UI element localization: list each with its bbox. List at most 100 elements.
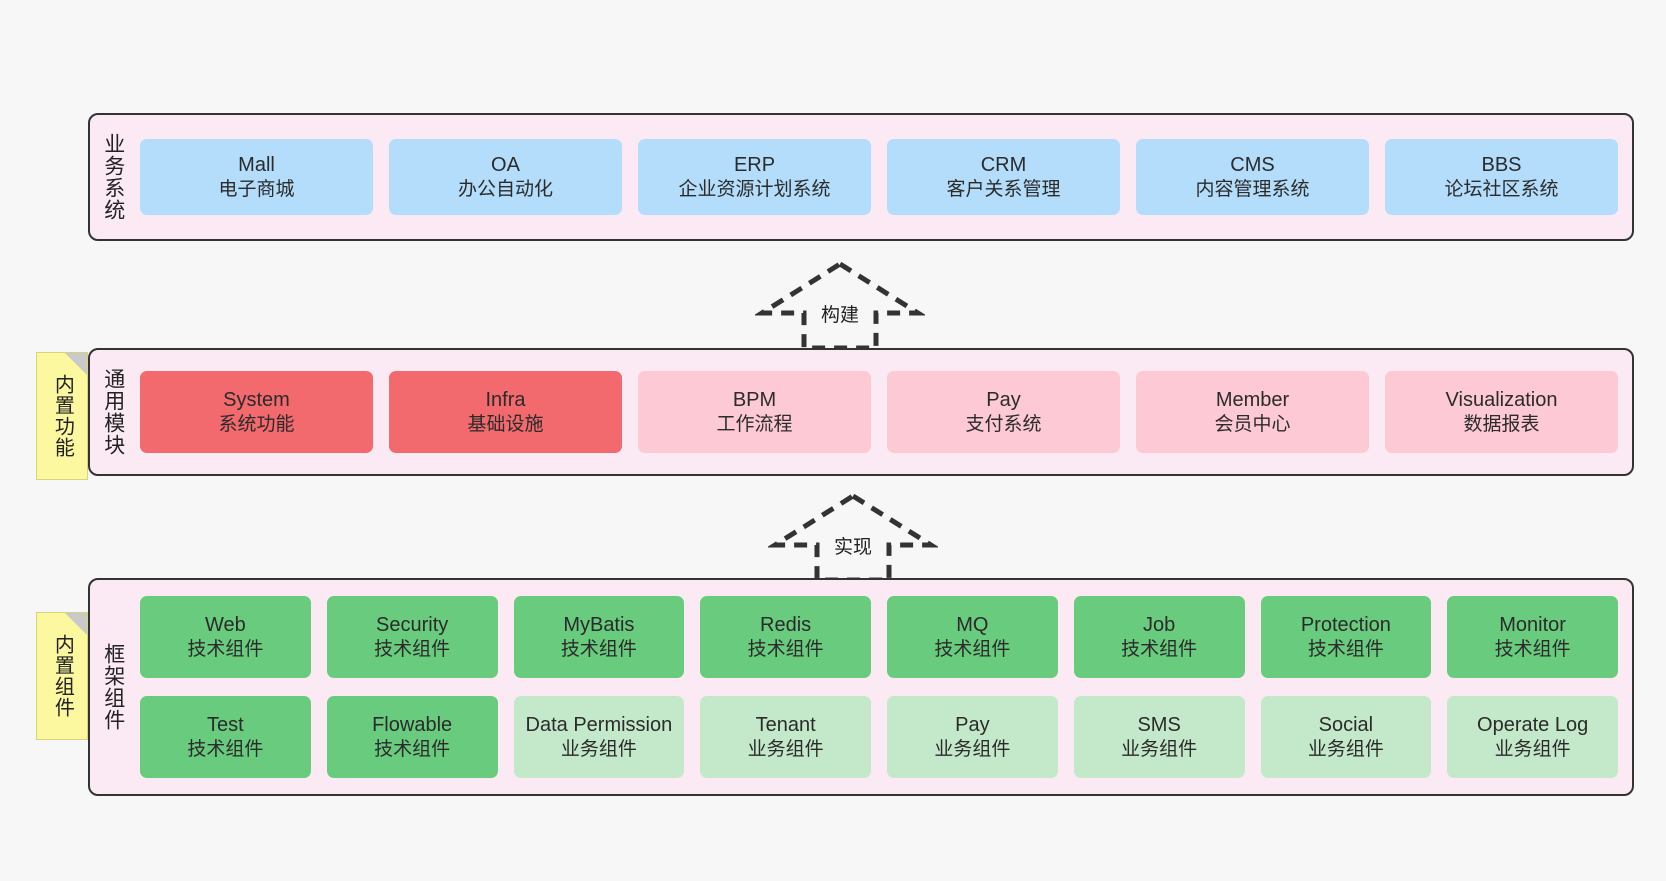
node-flowable[interactable]: Flowable 技术组件 [326,696,498,778]
node-pay-component[interactable]: Pay 业务组件 [887,696,1058,778]
node-member[interactable]: Member 会员中心 [1136,371,1369,453]
node-security[interactable]: Security 技术组件 [326,596,498,678]
node-title: Monitor [1499,614,1566,637]
row-business-components: Test 技术组件 Flowable 技术组件 Data Permission … [140,696,1618,778]
node-title: Security [376,614,449,637]
node-subtitle: 业务组件 [934,738,1011,760]
dashed-up-arrow-icon [768,493,938,583]
node-subtitle: 技术组件 [1494,638,1571,660]
node-title: SMS [1137,714,1181,737]
band-body-business-systems: Mall 电子商城 OA 办公自动化 ERP 企业资源计划系统 CRM 客户关系… [136,115,1632,239]
node-sms[interactable]: SMS 业务组件 [1073,696,1245,778]
node-title: MyBatis [563,614,635,637]
node-test[interactable]: Test 技术组件 [140,696,311,778]
node-subtitle: 技术组件 [187,638,264,660]
node-subtitle: 技术组件 [560,638,637,660]
node-oa[interactable]: OA 办公自动化 [389,139,622,215]
tag-label: 内置组件 [51,634,74,718]
node-system[interactable]: System 系统功能 [140,371,373,453]
node-data-permission[interactable]: Data Permission 业务组件 [513,696,685,778]
node-subtitle: 论坛社区系统 [1444,178,1559,200]
node-subtitle: 技术组件 [747,638,824,660]
node-job[interactable]: Job 技术组件 [1073,596,1245,678]
node-subtitle: 技术组件 [187,738,264,760]
node-visualization[interactable]: Visualization 数据报表 [1385,371,1618,453]
node-title: System [223,389,290,412]
node-subtitle: 办公自动化 [457,178,553,200]
node-subtitle: 工作流程 [716,413,793,435]
node-title: OA [491,154,520,177]
arrow-implement: 实现 [768,490,938,585]
node-subtitle: 技术组件 [1307,638,1384,660]
node-mall[interactable]: Mall 电子商城 [140,139,373,215]
node-subtitle: 业务组件 [1494,738,1571,760]
node-redis[interactable]: Redis 技术组件 [700,596,871,678]
node-subtitle: 会员中心 [1214,413,1291,435]
band-label-framework-components: 框架组件 [101,643,125,731]
node-subtitle: 企业资源计划系统 [678,178,831,200]
node-subtitle: 电子商城 [218,178,295,200]
band-label-business-systems: 业务系统 [101,133,125,221]
node-title: Pay [986,389,1021,412]
tag-builtin-components: 内置组件 [36,612,88,740]
node-title: Redis [760,614,812,637]
node-title: MQ [956,614,989,637]
node-title: Operate Log [1477,714,1589,737]
node-subtitle: 客户关系管理 [946,178,1061,200]
band-business-systems: 业务系统 Mall 电子商城 OA 办公自动化 ERP 企业资源计划系统 CRM… [88,113,1634,241]
node-title: Visualization [1445,389,1558,412]
band-framework-components: 框架组件 Web 技术组件 Security 技术组件 MyBatis 技术组件… [88,578,1634,796]
node-mybatis[interactable]: MyBatis 技术组件 [513,596,685,678]
node-subtitle: 业务组件 [1121,738,1198,760]
band-body-framework-components: Web 技术组件 Security 技术组件 MyBatis 技术组件 Redi… [136,580,1632,794]
dashed-up-arrow-icon [755,261,925,351]
node-subtitle: 技术组件 [374,638,451,660]
node-subtitle: 技术组件 [1121,638,1198,660]
node-title: Web [204,614,246,637]
row-tech-components: Web 技术组件 Security 技术组件 MyBatis 技术组件 Redi… [140,596,1618,678]
row-business-systems: Mall 电子商城 OA 办公自动化 ERP 企业资源计划系统 CRM 客户关系… [140,139,1618,215]
row-common-modules: System 系统功能 Infra 基础设施 BPM 工作流程 Pay 支付系统… [140,371,1618,453]
node-erp[interactable]: ERP 企业资源计划系统 [638,139,871,215]
band-body-common-modules: System 系统功能 Infra 基础设施 BPM 工作流程 Pay 支付系统… [136,350,1632,474]
node-infra[interactable]: Infra 基础设施 [389,371,622,453]
node-title: Tenant [755,714,816,737]
node-title: Member [1215,389,1290,412]
node-operate-log[interactable]: Operate Log 业务组件 [1447,696,1618,778]
node-subtitle: 系统功能 [218,413,295,435]
node-tenant[interactable]: Tenant 业务组件 [700,696,871,778]
node-protection[interactable]: Protection 技术组件 [1260,596,1432,678]
node-bpm[interactable]: BPM 工作流程 [638,371,871,453]
node-title: CMS [1230,154,1275,177]
tag-label: 内置功能 [51,374,74,458]
node-subtitle: 基础设施 [467,413,544,435]
node-subtitle: 业务组件 [560,738,637,760]
node-social[interactable]: Social 业务组件 [1260,696,1432,778]
node-web[interactable]: Web 技术组件 [140,596,311,678]
node-cms[interactable]: CMS 内容管理系统 [1136,139,1369,215]
node-subtitle: 内容管理系统 [1195,178,1310,200]
node-monitor[interactable]: Monitor 技术组件 [1447,596,1618,678]
node-title: Social [1318,714,1374,737]
node-title: Protection [1300,614,1391,637]
node-title: BBS [1481,154,1522,177]
node-mq[interactable]: MQ 技术组件 [887,596,1058,678]
node-title: Test [207,714,244,737]
node-bbs[interactable]: BBS 论坛社区系统 [1385,139,1618,215]
node-subtitle: 业务组件 [747,738,824,760]
node-subtitle: 业务组件 [1307,738,1384,760]
node-title: Data Permission [525,714,673,737]
tag-builtin-features: 内置功能 [36,352,88,480]
node-subtitle: 技术组件 [374,738,451,760]
node-subtitle: 技术组件 [934,638,1011,660]
node-title: Pay [955,714,990,737]
node-crm[interactable]: CRM 客户关系管理 [887,139,1120,215]
node-title: Job [1143,614,1176,637]
node-subtitle: 数据报表 [1463,413,1540,435]
node-subtitle: 支付系统 [965,413,1042,435]
node-title: CRM [980,154,1027,177]
node-title: Infra [485,389,526,412]
node-pay[interactable]: Pay 支付系统 [887,371,1120,453]
node-title: BPM [732,389,777,412]
